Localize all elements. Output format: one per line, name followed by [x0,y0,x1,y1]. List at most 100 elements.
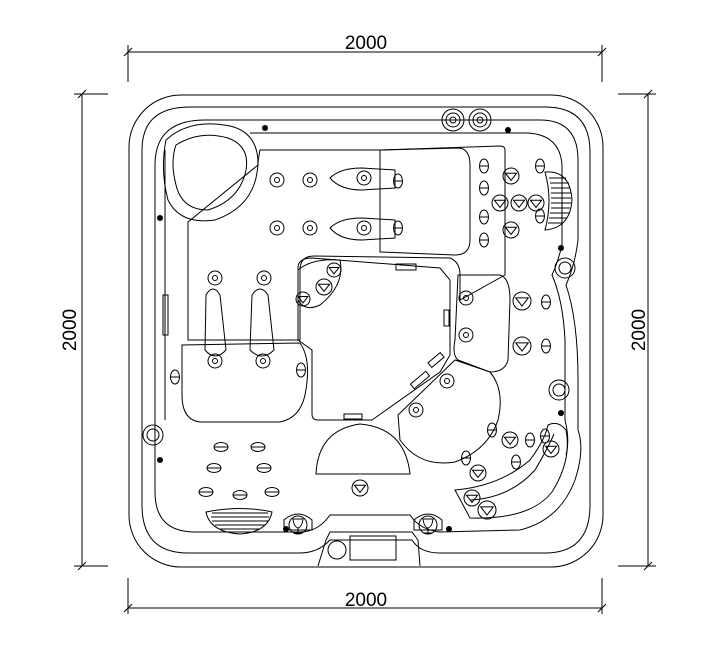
light-dot [558,410,564,416]
recliner-pad-top [380,148,470,255]
round-jet-icon [440,374,454,388]
oval-jet-icon [536,209,545,223]
diamond-jet-icon [502,432,518,448]
side-panel-marker [163,295,168,335]
light-dot [283,526,289,532]
dimension-left [74,90,108,570]
diamond-jet-icon [543,441,559,457]
corner-seat-bottom-right [455,423,567,518]
oval-jet-icon [297,363,306,377]
oval-jet-icon [171,370,180,384]
oval-jet-icon [541,429,550,443]
entry-step [316,424,410,474]
oval-jet-icon [480,233,489,247]
cup-holder-right-recess [414,514,442,530]
dimension-label-left: 2000 [60,309,81,351]
oval-jet-icon [394,221,403,235]
oval-jet-icon [488,423,497,437]
cup-holder-left-recess [284,514,312,530]
dimension-top [124,45,606,82]
oval-jet-icon [214,443,228,452]
lounger-headrest-outer [163,124,258,221]
diamond-jet-icon [503,222,519,238]
light-dot [157,457,163,463]
diamond-jet-icon [470,465,486,481]
corner-seat-bottom-right-inner [470,434,554,500]
hatched-foot-pad-right [545,172,572,230]
round-jet-icon [257,271,271,285]
oval-jet-icon [207,464,221,473]
footwell-drain-4 [410,371,429,388]
dimension-bottom [124,578,606,614]
tub-outer-edge [129,95,603,567]
round-jet-icon [303,173,317,187]
left-seat-cushion [182,343,308,422]
light-dot [505,127,511,133]
left-seat-back-strip-2 [250,289,274,356]
footwell-drain-2 [444,310,449,326]
round-jet-icon [208,271,222,285]
oval-jet-icon [233,491,247,500]
oval-jet-icon [480,159,489,173]
tub-seat-channel [250,133,568,455]
oval-jet-icon [536,159,545,173]
round-jet-icon [256,354,270,368]
footwell-drain-3 [344,414,362,419]
oval-jet-icon [542,339,551,353]
air-control-knob-icon [442,109,464,131]
air-control-knob-icon [549,380,569,400]
diamond-jet-icon [316,279,332,295]
light-dot [157,215,163,221]
diamond-jet-icon [352,480,368,496]
diamond-jet-icon [492,195,508,211]
control-panel-display [350,536,396,560]
round-jet-icon [357,221,371,235]
neck-jet-slot-1 [330,168,395,190]
round-jet-icon [459,328,473,342]
round-jet-icon [208,354,222,368]
oval-jet-icon [480,181,489,195]
diamond-jet-icon [503,168,519,184]
right-seat-upper [454,275,510,372]
air-control-knob-icon [143,425,163,445]
light-dot [558,245,564,251]
seat-perimeter-top [188,146,505,340]
oval-jet-icon [251,443,265,452]
lounger-headrest-inner [173,135,247,210]
dimension-label-right: 2000 [629,309,650,351]
round-jet-icon [270,221,284,235]
air-control-knob-icon [469,109,491,131]
round-jet-icon [357,171,371,185]
cup-holder-icon [289,516,307,534]
oval-jet-icon [542,295,551,309]
diamond-jet-icon [513,292,531,310]
oval-jet-icon [462,451,471,465]
oval-jet-icon [480,210,489,224]
footwell-drain-1 [396,264,416,270]
diamond-jet-icon [478,501,496,519]
hatched-foot-pad-bottom [206,509,272,535]
footwell-corner-seat [298,260,341,308]
diamond-jet-icon [528,195,544,211]
control-panel-button [328,541,346,559]
center-footwell [298,258,450,420]
oval-jet-icon [512,455,521,469]
tub-deck-line [155,120,581,532]
neck-jet-slot-2 [330,218,395,240]
diamond-jet-icon [296,292,310,306]
footwell-drain-5 [428,353,444,368]
round-jet-icon [409,403,423,417]
light-dot [262,125,268,131]
diamond-jet-icon [327,263,341,277]
tub-inner-lip [142,107,590,553]
oval-jet-icon [265,488,279,497]
light-dot [446,526,452,532]
oval-jet-icon [394,174,403,188]
round-jet-icon [270,173,284,187]
diamond-jet-icon [513,337,531,355]
front-control-recess [318,532,420,566]
cup-holder-icon [419,516,437,534]
oval-jet-icon [199,488,213,497]
dimension-label-top: 2000 [345,33,387,54]
